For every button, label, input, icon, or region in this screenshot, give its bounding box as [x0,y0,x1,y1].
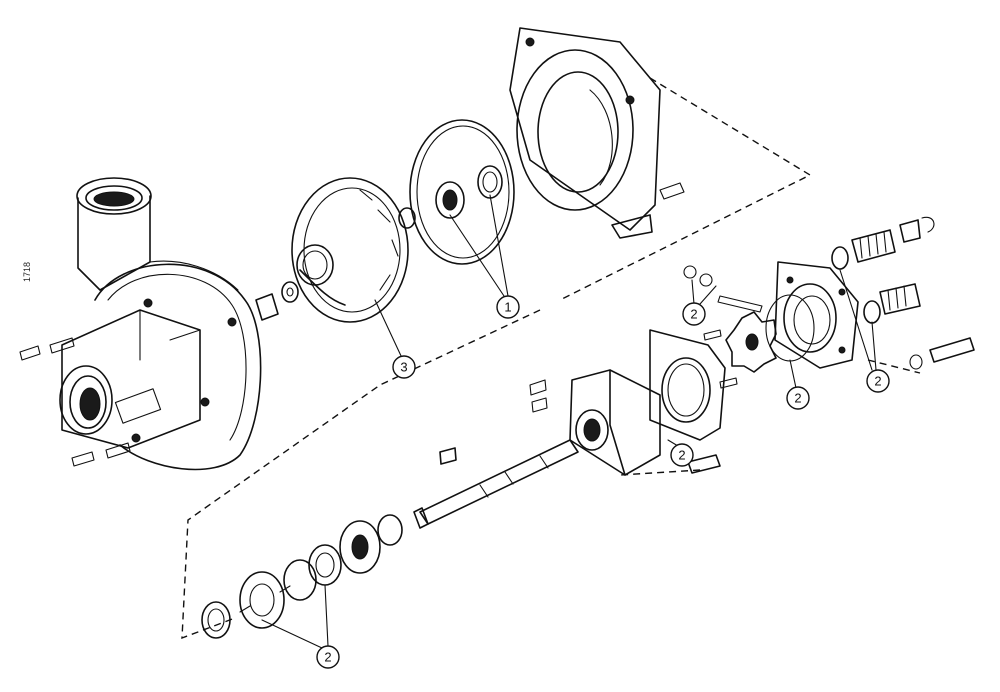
callout-2-e: 2 [316,645,340,669]
acorn-nut-and-washer [255,281,299,321]
callout-2a-label: 2 [690,307,697,322]
callout-2-d: 2 [670,443,694,467]
assembly-dashed-lines [181,77,921,640]
seal-plate [398,119,515,265]
drain-plugs [19,337,131,467]
pump-shaft [413,379,579,529]
adapter-flange [509,27,685,239]
pump-housing [59,177,262,471]
leader-lines [261,194,877,649]
bearing-housing [569,329,726,476]
callout-2d-label: 2 [678,448,685,463]
callout-3-label: 3 [400,360,407,375]
callout-3: 3 [392,355,416,379]
drawing-code: 1718 [22,262,32,282]
callout-2-a: 2 [682,302,706,326]
callout-2b-label: 2 [794,391,801,406]
cap-screws-right [683,265,975,370]
callout-1: 1 [496,295,520,319]
callout-2-c: 2 [866,369,890,393]
gear-pump-housing [703,261,859,389]
callout-2e-label: 2 [324,650,331,665]
impeller [291,177,409,323]
bearing-stack [201,514,403,639]
callout-2c-label: 2 [874,374,881,389]
callout-1-label: 1 [504,300,511,315]
callout-2-b: 2 [786,386,810,410]
relief-valve-springs [831,216,935,324]
